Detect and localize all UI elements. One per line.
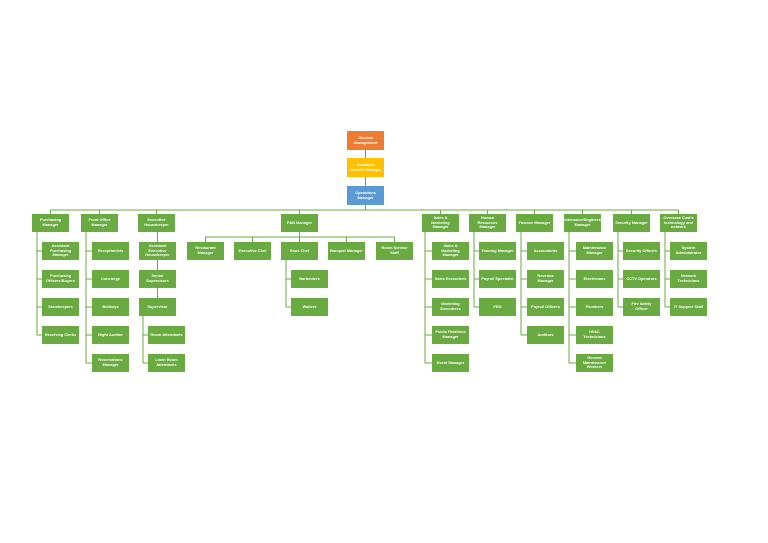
- unit-sous-chef[interactable]: Sous Chef: [281, 242, 318, 260]
- unit-night-auditor[interactable]: Night Auditor: [92, 326, 129, 344]
- unit-senior-supervisors[interactable]: Senior Supervisors: [139, 270, 176, 288]
- unit-fire-safety-officer[interactable]: Fire Safety Officer: [623, 298, 660, 316]
- department-head-sales-and-marketing-manager[interactable]: Sales & Marketing Manager: [422, 214, 459, 232]
- unit-security-officers[interactable]: Security Officers: [623, 242, 660, 260]
- operations-manager-box[interactable]: Operations Manager: [347, 186, 384, 205]
- unit-receiving-clerks[interactable]: Receiving Clerks: [42, 326, 79, 344]
- unit-banquet-manager[interactable]: Banquet Manager: [328, 242, 365, 260]
- department-head-finance-manager[interactable]: Finance Manager: [516, 214, 553, 232]
- department-head-human-resources-manager[interactable]: Human Resources Manager: [469, 214, 506, 232]
- department-head-purchasing-manager[interactable]: Purchasing Manager: [32, 214, 69, 232]
- unit-payroll-specialist[interactable]: Payroll Specialist: [479, 270, 516, 288]
- department-head-front-office-manager[interactable]: Front Office Manager: [81, 214, 118, 232]
- unit-revenue-manager[interactable]: Revenue Manager: [527, 270, 564, 288]
- unit-cctv-operators[interactable]: CCTV Operators: [623, 270, 660, 288]
- unit-assistant-executive-housekeeper[interactable]: Assistant Executive Housekeeper: [139, 242, 176, 260]
- unit-network-technicians[interactable]: Network Technicians: [670, 270, 707, 288]
- unit-restaurant-manager[interactable]: Restaurant Manager: [187, 242, 224, 260]
- department-head-overseas-cost-s-technology-and-network[interactable]: Overseas Cost's technology and network: [660, 214, 697, 232]
- unit-reservations-manager[interactable]: Reservations Manager: [92, 354, 129, 372]
- department-head-executive-housekeeper[interactable]: Executive Housekeeper: [138, 214, 175, 232]
- unit-waiters[interactable]: Waiters: [291, 298, 328, 316]
- department-head-security-manager[interactable]: Security Manager: [613, 214, 650, 232]
- unit-concierge[interactable]: Concierge: [92, 270, 129, 288]
- unit-hvac-technicians[interactable]: HVAC Technicians: [576, 326, 613, 344]
- unit-supervisor[interactable]: Supervisor: [139, 298, 176, 316]
- unit-executive-chef[interactable]: Executive Chef: [234, 242, 271, 260]
- unit-bartenders[interactable]: Bartenders: [291, 270, 328, 288]
- unit-purchasing-officers-buyers[interactable]: Purchasing Officers/Buyers: [42, 270, 79, 288]
- assistant-general-manager-box[interactable]: Assistant General Manager: [347, 158, 384, 177]
- unit-electricians[interactable]: Electricians: [576, 270, 613, 288]
- unit-room-service-staff[interactable]: Room Service Staff: [376, 242, 413, 260]
- unit-payroll-officers[interactable]: Payroll Officers: [527, 298, 564, 316]
- department-head-fandb-manager[interactable]: F&B Manager: [281, 214, 318, 232]
- unit-it-support-staff[interactable]: IT Support Staff: [670, 298, 707, 316]
- unit-system-administrator[interactable]: System Administrator: [670, 242, 707, 260]
- unit-event-manager[interactable]: Event Manager: [432, 354, 469, 372]
- unit-maintenance-manager[interactable]: Maintenance Manager: [576, 242, 613, 260]
- unit-room-attendants[interactable]: Room Attendants: [148, 326, 185, 344]
- unit-general-maintenance-workers[interactable]: General Maintenance Workers: [576, 354, 613, 372]
- department-head-maintenance-engineering-manager[interactable]: Maintenance/Engineering Manager: [559, 214, 606, 232]
- unit-accountants[interactable]: Accountants: [527, 242, 564, 260]
- unit-plumbers[interactable]: Plumbers: [576, 298, 613, 316]
- unit-public-relations-manager[interactable]: Public Relations Manager: [432, 326, 469, 344]
- unit-sales-executives[interactable]: Sales Executives: [432, 270, 469, 288]
- unit-pro[interactable]: PRO: [479, 298, 516, 316]
- unit-linen-room-attendants[interactable]: Linen Room Attendants: [148, 354, 185, 372]
- unit-assistant-purchasing-manager[interactable]: Assistant Purchasing Manager: [42, 242, 79, 260]
- unit-sales-and-marketing-manager[interactable]: Sales & Marketing Manager: [432, 242, 469, 260]
- unit-receptionists[interactable]: Receptionists: [92, 242, 129, 260]
- unit-marketing-executives[interactable]: Marketing Executives: [432, 298, 469, 316]
- unit-storekeepers[interactable]: Storekeepers: [42, 298, 79, 316]
- general-management-box[interactable]: General Management: [347, 131, 384, 150]
- unit-training-manager[interactable]: Training Manager: [479, 242, 516, 260]
- unit-bellboys[interactable]: Bellboys: [92, 298, 129, 316]
- unit-auditors[interactable]: Auditors: [527, 326, 564, 344]
